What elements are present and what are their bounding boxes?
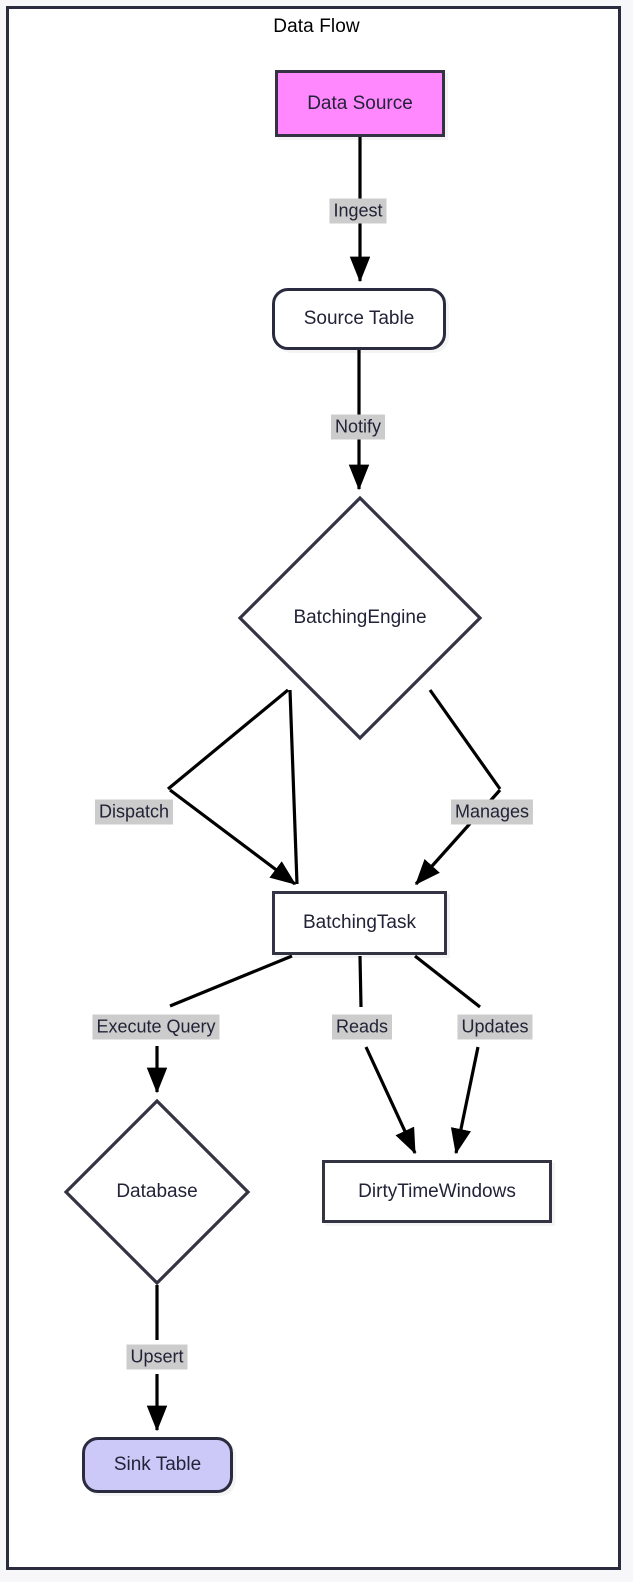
edge-label-reads: Reads [331, 1014, 393, 1040]
edge-reads [364, 1046, 417, 1155]
edge-label-text: Upsert [130, 1346, 184, 1367]
node-label-batching-task: BatchingTask [302, 912, 416, 933]
edge-label-notify: Notify [330, 414, 386, 440]
node-batching-engine[interactable]: BatchingEngine [237, 495, 483, 741]
node-label-sink-table: Sink Table [113, 1454, 202, 1475]
edge-execute-query-upper [169, 954, 293, 1008]
edge-manages-upper [428, 689, 502, 790]
node-dirty-time-windows[interactable]: DirtyTimeWindows [322, 1160, 552, 1223]
edge-label-text: Reads [335, 1016, 389, 1037]
edge-updates-upper [414, 954, 481, 1009]
node-label-dirty-time-windows: DirtyTimeWindows [358, 1180, 516, 1202]
node-database[interactable]: Database [63, 1098, 251, 1286]
node-source-table[interactable]: Source Table [272, 288, 446, 350]
edge-reads-upper [358, 955, 363, 1008]
edge-label-dispatch: Dispatch [94, 799, 174, 825]
edge-label-updates: Updates [457, 1014, 533, 1040]
edge-dispatch-upper [166, 688, 290, 791]
edge-label-upsert: Upsert [126, 1344, 188, 1370]
edge-label-ingest: Ingest [329, 198, 387, 224]
edge-label-text: Notify [334, 416, 382, 437]
diagram-frame [6, 6, 621, 1570]
node-batching-task[interactable]: BatchingTask [272, 891, 447, 955]
edge-label-manages: Manages [450, 799, 534, 825]
node-label-data-source: Data Source [307, 92, 413, 114]
edge-label-text: Execute Query [96, 1016, 216, 1037]
edge-dispatch [288, 689, 299, 885]
node-label-source-table: Source Table [303, 308, 415, 329]
edge-label-text: Manages [454, 801, 530, 822]
edge-label-text: Updates [461, 1016, 529, 1037]
node-data-source[interactable]: Data Source [275, 70, 445, 137]
node-sink-table[interactable]: Sink Table [82, 1437, 233, 1493]
edge-label-text: Ingest [333, 200, 383, 221]
edge-label-text: Dispatch [98, 801, 170, 822]
edge-dispatch-arrow-seg [169, 788, 297, 886]
diagram-title: Data Flow [273, 16, 360, 37]
edge-label-execute-query: Execute Query [92, 1014, 220, 1040]
edge-updates [450, 1046, 480, 1155]
